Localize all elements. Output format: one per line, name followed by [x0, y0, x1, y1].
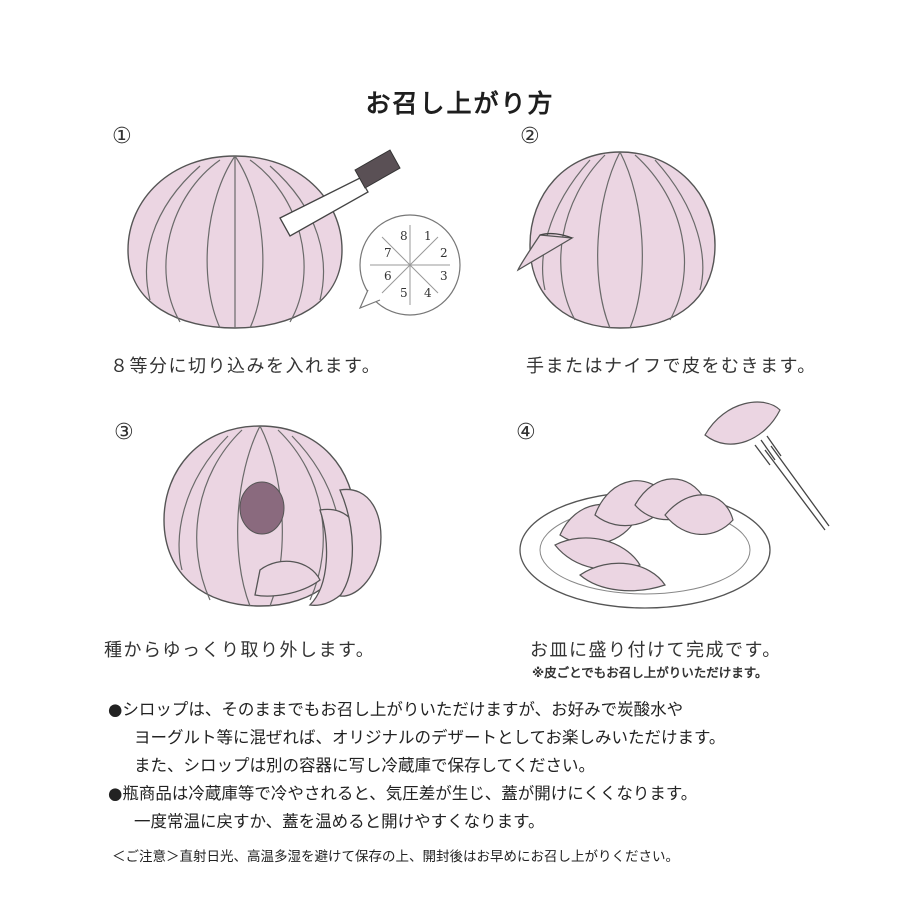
page-title: お召し上がり方	[365, 89, 555, 118]
bubble-number-6: 6	[384, 269, 392, 283]
bubble-number-2: 2	[440, 246, 448, 260]
step-4-number: ④	[516, 420, 536, 445]
step-1-number: ①	[112, 124, 132, 149]
step-1-illustration: 1 2 3 4 5 6 7 8	[127, 149, 461, 329]
bottle-note-line-1: ●瓶商品は冷蔵庫等で冷やされると、気圧差が生じ、蓋が開けにくくなります。	[108, 784, 698, 803]
step-2-number: ②	[520, 124, 540, 149]
syrup-note-line-1: ●シロップは、そのままでもお召し上がりいただけますが、お好みで炭酸水や	[108, 700, 684, 719]
bubble-number-5: 5	[400, 286, 408, 300]
bubble-number-8: 8	[400, 229, 408, 243]
bubble-number-7: 7	[384, 246, 392, 260]
caution-note: ＜ご注意＞直射日光、高温多湿を避けて保存の上、開封後はお早めにお召し上がりくださ…	[112, 849, 679, 865]
step-3-illustration	[163, 425, 382, 607]
step-3-caption: 種からゆっくり取り外します。	[104, 640, 376, 661]
bubble-number-1: 1	[424, 229, 432, 243]
step-3-number: ③	[114, 420, 134, 445]
notes-section: ●シロップは、そのままでもお召し上がりいただけますが、お好みで炭酸水や ヨーグル…	[108, 696, 888, 836]
syrup-note-line-2: ヨーグルト等に混ぜれば、オリジナルのデザートとしてお楽しみいただけます。	[134, 728, 726, 747]
step-1-caption: ８等分に切り込みを入れます。	[110, 356, 382, 377]
bullet-icon: ●	[108, 784, 123, 803]
bullet-icon: ●	[108, 700, 123, 719]
syrup-note-line-3: また、シロップは別の容器に写し冷蔵庫で保存してください。	[134, 756, 596, 775]
bubble-number-3: 3	[440, 269, 448, 283]
step-4-subcaption: ※皮ごとでもお召し上がりいただけます。	[532, 665, 768, 680]
step-2-caption: 手またはナイフで皮をむきます。	[526, 356, 817, 377]
step-4-illustration	[519, 401, 830, 609]
step-4-caption: お皿に盛り付けて完成です。	[530, 640, 782, 661]
bottle-note-line-2: 一度常温に戻すか、蓋を温めると開けやすくなります。	[134, 812, 545, 831]
step-2-illustration	[516, 151, 716, 329]
bubble-number-4: 4	[424, 286, 432, 300]
